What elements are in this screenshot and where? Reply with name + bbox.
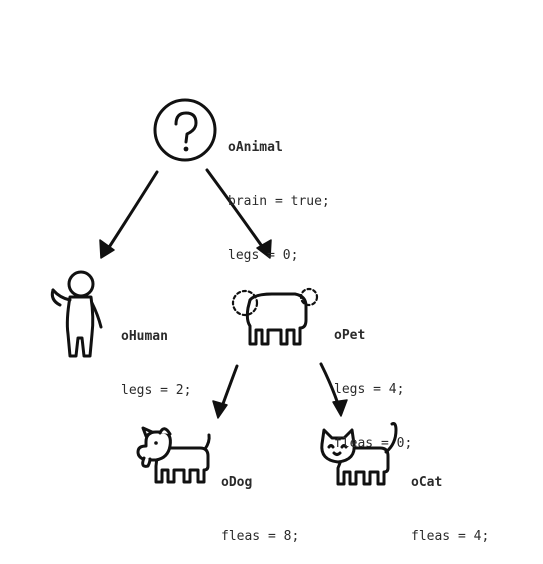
pet-name: oPet (334, 328, 366, 343)
pet-prop-fleas: fleas = 0; (334, 436, 413, 451)
pet-prop-legs: legs = 4; (334, 382, 405, 397)
question-mark-head-icon (153, 98, 217, 162)
pet-label: oPet legs = 4; fleas = 0; (334, 291, 412, 471)
human-name: oHuman (121, 329, 168, 344)
animal-label: oAnimal brain = true; legs = 0; (228, 103, 330, 283)
cat-icon (320, 422, 398, 486)
human-figure-icon (50, 270, 103, 358)
human-label: oHuman legs = 2; (121, 292, 191, 418)
cat-prop-fleas: fleas = 4; (411, 529, 490, 544)
cat-name: oCat (411, 475, 443, 490)
animal-name: oAnimal (228, 140, 283, 155)
dog-prop-fleas: fleas = 8; (221, 529, 300, 544)
edge-pet-dog (212, 364, 239, 419)
animal-prop-brain: brain = true; (228, 194, 330, 209)
animal-prop-legs: legs = 0; (228, 248, 299, 263)
human-prop-legs: legs = 2; (121, 383, 192, 398)
edge-animal-human (99, 170, 159, 259)
edge-pet-cat (319, 362, 348, 417)
generic-pet-icon (231, 287, 319, 346)
dog-label: oDog fleas = 8; (221, 438, 299, 564)
edge-animal-pet (205, 168, 272, 259)
cat-label: oCat fleas = 4; (411, 438, 489, 564)
dog-icon (136, 426, 211, 484)
dog-name: oDog (221, 475, 253, 490)
